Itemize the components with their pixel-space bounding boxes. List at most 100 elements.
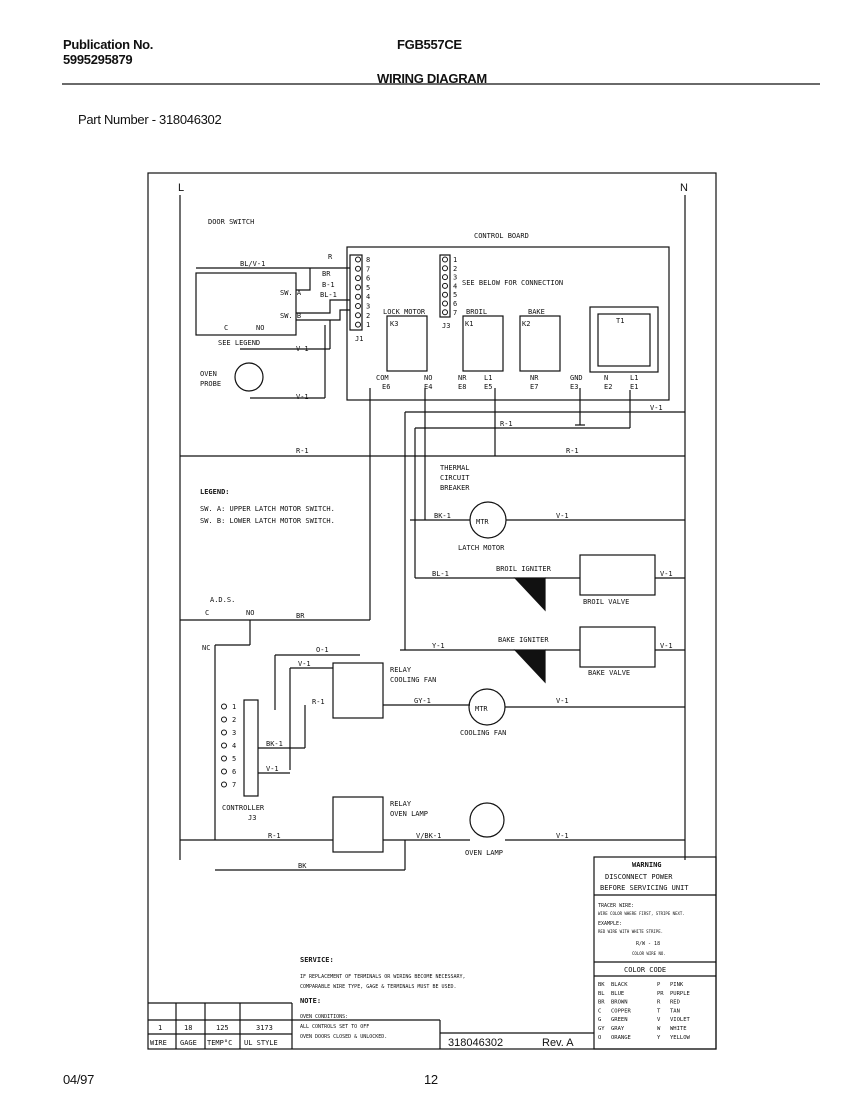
wire-table-wire: 1 (158, 1024, 162, 1032)
j1-pin-terminal (355, 312, 361, 319)
color-code-cell: C (598, 1008, 601, 1014)
wire-bl-v1: BL/V-1 (240, 260, 265, 268)
terminal-nr-1: NR (458, 374, 467, 382)
controller-pin: 7 (232, 781, 236, 789)
thermal-label-3: BREAKER (440, 484, 470, 492)
j3-label: J3 (442, 322, 450, 330)
terminal-code-e3: E3 (570, 383, 578, 391)
wire-r1-lamp: R-1 (268, 832, 281, 840)
j1-pin-terminal (355, 284, 361, 291)
color-code-cell: G (598, 1017, 601, 1023)
j1-pin-terminal (355, 275, 361, 282)
j1-pin-terminal (355, 256, 361, 263)
see-below-label: SEE BELOW FOR CONNECTION (462, 279, 563, 287)
j1-pin: 5 (366, 284, 370, 292)
terminal-nr-2: NR (530, 374, 539, 382)
controller-pin-terminal (221, 703, 227, 710)
j3-pin-terminal (442, 300, 448, 307)
j1-pin-terminal (355, 265, 361, 272)
terminal-code-e8: E8 (458, 383, 466, 391)
terminal-code-e6: E6 (382, 383, 390, 391)
controller-label-2: J3 (248, 814, 256, 822)
wire-table-label-wire: WIRE (150, 1039, 167, 1047)
note-line-3: OVEN DOORS CLOSED & UNLOCKED. (300, 1034, 387, 1040)
wire-table-label-temp: TEMP°C (207, 1039, 232, 1047)
wire-v1-fan: V-1 (298, 660, 311, 668)
doc-number: 318046302 (448, 1037, 503, 1049)
wire-br: BR (322, 270, 331, 278)
tracer-line-1: TRACER WIRE: (598, 903, 634, 909)
k3-label: K3 (390, 320, 398, 328)
terminal-code-e2: E2 (604, 383, 612, 391)
wire-r: R (328, 253, 333, 261)
relay-lamp-label-1: RELAY (390, 800, 412, 808)
legend-line-1: SW. A: UPPER LATCH MOTOR SWITCH. (200, 505, 335, 513)
color-code-cell: VIOLET (670, 1017, 691, 1023)
neutral-label: N (680, 182, 688, 194)
broil-valve-label: BROIL VALVE (583, 598, 629, 606)
oven-lamp-label: OVEN LAMP (465, 849, 503, 857)
j3-pin: 6 (453, 300, 457, 308)
tracer-line-6: COLOR WIRE NO. (632, 951, 666, 956)
broil-igniter-label: BROIL IGNITER (496, 565, 552, 573)
wire-v1-probe-1: V-1 (296, 345, 309, 353)
note-line-1: OVEN CONDITIONS: (300, 1014, 348, 1020)
wire-v1-lamp: V-1 (556, 832, 569, 840)
j3-pin-terminal (442, 256, 448, 263)
wire-table-ul: 3173 (256, 1024, 273, 1032)
j3-pin-terminal (442, 265, 448, 272)
bake-label: BAKE (528, 308, 545, 316)
color-code-cell: ORANGE (611, 1035, 631, 1041)
warning-title: WARNING (632, 861, 662, 869)
ads-nc-label: NC (202, 644, 210, 652)
controller-pin: 3 (232, 729, 236, 737)
j3-pin-terminal (442, 282, 448, 289)
line-label: L (178, 182, 184, 194)
wire-bk1-latch: BK-1 (434, 512, 451, 520)
controller-label-1: CONTROLLER (222, 804, 265, 812)
wire-table-gage: 18 (184, 1024, 192, 1032)
j3-pin: 3 (453, 274, 457, 282)
j3-pin: 2 (453, 265, 457, 273)
color-code-cell: WHITE (670, 1026, 687, 1032)
oven-probe-label-2: PROBE (200, 380, 221, 388)
color-code-cell: O (598, 1035, 601, 1041)
j1-pin: 1 (366, 321, 370, 329)
wire-r1-left: R-1 (296, 447, 309, 455)
color-code-cell: YELLOW (670, 1035, 691, 1041)
door-switch-label: DOOR SWITCH (208, 218, 254, 226)
color-code-cell: PR (657, 991, 664, 997)
j1-pin: 7 (366, 265, 370, 273)
j3-pin: 5 (453, 291, 457, 299)
j3-pin-terminal (442, 309, 448, 316)
legend-line-2: SW. B: LOWER LATCH MOTOR SWITCH. (200, 517, 335, 525)
oven-probe-label-1: OVEN (200, 370, 217, 378)
latch-motor-label: LATCH MOTOR (458, 544, 505, 552)
color-code-title: COLOR CODE (624, 966, 666, 974)
controller-pin: 1 (232, 703, 236, 711)
terminal-code-e7: E7 (530, 383, 538, 391)
footer-date: 04/97 (63, 1072, 95, 1087)
tracer-line-4: RED WIRE WITH WHITE STRIPE. (598, 929, 663, 934)
publication-number: 5995295879 (63, 52, 133, 67)
j1-pin: 6 (366, 275, 370, 283)
controller-pin: 4 (232, 742, 236, 750)
wire-o1: O-1 (316, 646, 329, 654)
publication-label: Publication No. (63, 37, 154, 52)
j1-pin: 2 (366, 312, 370, 320)
fan-mtr-label: MTR (475, 705, 488, 713)
page-title: WIRING DIAGRAM (377, 71, 487, 86)
terminal-com: COM (376, 374, 389, 382)
terminal-n: N (604, 374, 608, 382)
warning-line-2: BEFORE SERVICING UNIT (600, 884, 689, 892)
color-code-cell: W (657, 1026, 661, 1032)
wire-table-temp: 125 (216, 1024, 229, 1032)
color-code-cell: COPPER (611, 1008, 632, 1014)
ads-no-label: NO (246, 609, 254, 617)
wire-br-ads: BR (296, 612, 305, 620)
terminal-code-e4: E4 (424, 383, 432, 391)
wire-gy1: GY-1 (414, 697, 431, 705)
see-legend-label: SEE LEGEND (218, 339, 260, 347)
k1-label: K1 (465, 320, 473, 328)
